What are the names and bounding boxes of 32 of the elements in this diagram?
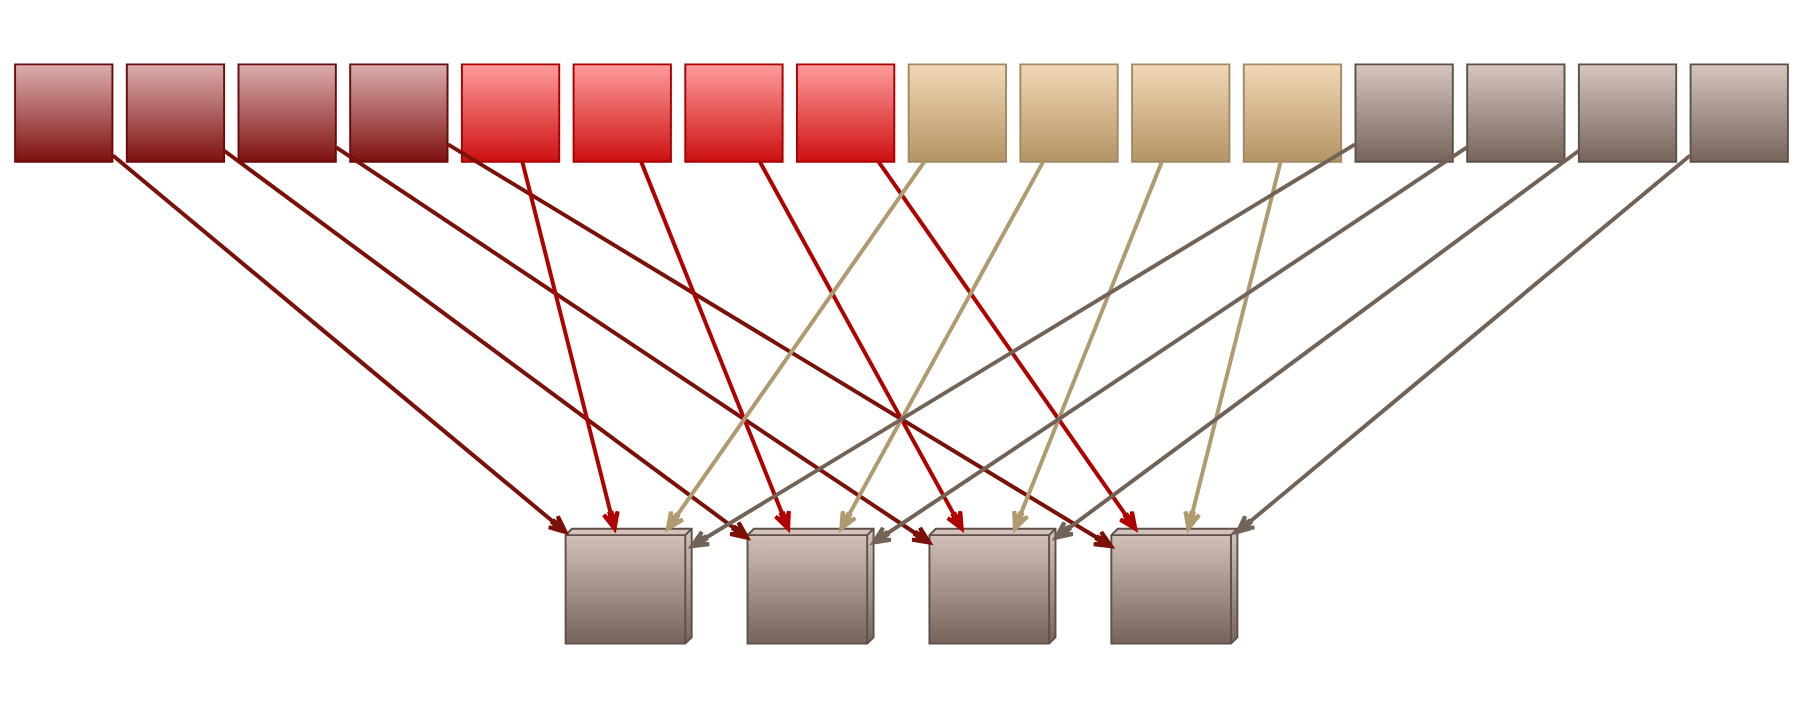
arrow bbox=[839, 160, 1045, 531]
node-box bbox=[125, 62, 226, 163]
arrow bbox=[223, 148, 750, 540]
node-box bbox=[1466, 62, 1566, 163]
arrow bbox=[1053, 148, 1580, 540]
node-box bbox=[349, 62, 449, 163]
arrow bbox=[1235, 153, 1692, 534]
arrow bbox=[111, 153, 568, 534]
arrow bbox=[689, 142, 1357, 548]
arrow bbox=[758, 160, 964, 531]
node-box bbox=[1689, 62, 1789, 163]
arrow bbox=[1012, 160, 1164, 531]
node-box bbox=[1019, 62, 1119, 163]
arrow bbox=[639, 160, 791, 531]
node-box bbox=[460, 62, 561, 163]
node-box bbox=[796, 62, 896, 163]
arrow bbox=[335, 145, 932, 545]
arrow bbox=[520, 160, 620, 531]
arrow bbox=[1183, 160, 1283, 531]
node-box bbox=[572, 62, 672, 163]
arrow bbox=[665, 160, 926, 531]
arrow bbox=[877, 160, 1138, 531]
node-box bbox=[684, 62, 784, 163]
node-box bbox=[907, 62, 1007, 163]
node-box bbox=[14, 62, 114, 163]
node-box bbox=[1577, 62, 1678, 163]
node-box bbox=[1131, 62, 1231, 163]
arrow bbox=[446, 142, 1114, 548]
arrow bbox=[871, 145, 1468, 545]
node-box bbox=[237, 62, 337, 163]
node-box bbox=[1354, 62, 1454, 163]
node-box bbox=[1242, 62, 1343, 163]
